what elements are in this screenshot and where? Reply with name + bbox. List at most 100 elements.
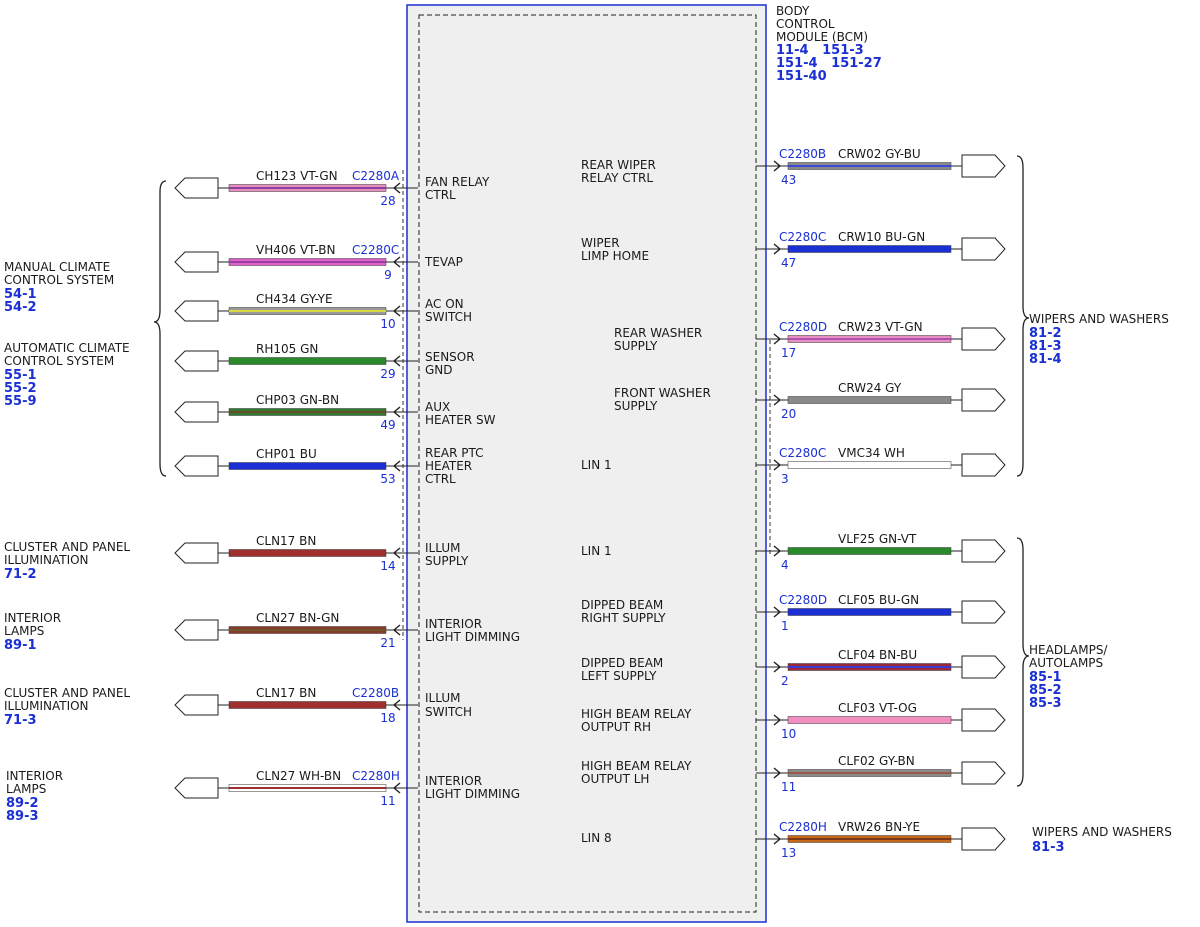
wire-circuit-label: CLF05 BU-GN bbox=[838, 593, 919, 607]
pin-number: 17 bbox=[781, 346, 796, 360]
right-wire-crw10 bbox=[756, 237, 1006, 261]
left-wire-cln17 bbox=[174, 694, 418, 716]
harness-connector-icon bbox=[961, 655, 1006, 679]
pin-function-label: AC ON bbox=[425, 297, 464, 311]
group-label-line: CONTROL SYSTEM bbox=[4, 273, 114, 287]
wire-stripe bbox=[229, 629, 386, 631]
pin-function-label: LIMP HOME bbox=[581, 249, 649, 263]
pin-arrow-icon bbox=[392, 624, 401, 636]
pin-number: 11 bbox=[380, 794, 395, 808]
pin-function-label: LIN 1 bbox=[581, 544, 612, 558]
bcm-module-box bbox=[406, 4, 767, 923]
pin-arrow-icon bbox=[773, 767, 782, 779]
pin-function-label: AUX bbox=[425, 400, 450, 414]
group-ref: 85-2 bbox=[1029, 683, 1062, 698]
harness-connector-icon bbox=[961, 708, 1006, 732]
left-wire-ch123 bbox=[174, 177, 418, 199]
wire-stripe bbox=[788, 666, 951, 668]
right-wire-clf03 bbox=[756, 708, 1006, 732]
left-brace-climate bbox=[153, 180, 167, 477]
connector-id: C2280H bbox=[352, 769, 400, 783]
module-title-3: MODULE (BCM) bbox=[776, 30, 868, 44]
module-ref-3: 151-40 bbox=[776, 69, 827, 84]
right-wire-vrw26 bbox=[756, 827, 1006, 851]
harness-connector-icon bbox=[174, 300, 219, 322]
group-ref: 81-4 bbox=[1029, 352, 1062, 367]
pin-function-label: LIN 1 bbox=[581, 458, 612, 472]
pin-arrow-icon bbox=[392, 547, 401, 559]
wire-circuit-label: CLN27 WH-BN bbox=[256, 769, 341, 783]
wire-stripe bbox=[229, 187, 386, 189]
wire-body bbox=[228, 462, 387, 470]
pin-number: 49 bbox=[380, 418, 395, 432]
harness-connector-icon bbox=[174, 619, 219, 641]
group-ref: 89-3 bbox=[6, 809, 39, 824]
harness-connector-icon bbox=[961, 327, 1006, 351]
connector-id: C2280D bbox=[779, 593, 827, 607]
wire-stripe bbox=[788, 165, 951, 167]
pin-number: 47 bbox=[781, 256, 796, 270]
left-group-manual-climate: MANUAL CLIMATE CONTROL SYSTEM 54-1 54-2 bbox=[4, 260, 114, 315]
pin-function-label: REAR WIPER bbox=[581, 158, 656, 172]
group-label-line: AUTOMATIC CLIMATE bbox=[4, 341, 130, 355]
pin-function-label: OUTPUT LH bbox=[581, 772, 649, 786]
pin-function-label: SUPPLY bbox=[614, 339, 658, 353]
pin-number: 53 bbox=[380, 472, 395, 486]
connector-id: C2280H bbox=[779, 820, 827, 834]
pin-function-label: OUTPUT RH bbox=[581, 720, 651, 734]
wire-stripe bbox=[229, 310, 386, 312]
pin-function-label: RELAY CTRL bbox=[581, 171, 653, 185]
right-wire-clf04 bbox=[756, 655, 1006, 679]
wire-stripe bbox=[788, 772, 951, 774]
wire-stripe bbox=[788, 838, 951, 840]
left-group-interior-lamps-1: INTERIOR LAMPS 89-1 bbox=[4, 611, 61, 653]
right-wire-crw23 bbox=[756, 327, 1006, 351]
pin-function-label: FAN RELAY bbox=[425, 175, 490, 189]
wire-body bbox=[787, 547, 952, 555]
wire-circuit-label: VRW26 BN-YE bbox=[838, 820, 920, 834]
pin-number: 13 bbox=[781, 846, 796, 860]
pin-arrow-icon bbox=[392, 460, 401, 472]
pin-number: 4 bbox=[781, 558, 789, 572]
wire-circuit-label: VH406 VT-BN bbox=[256, 243, 336, 257]
pin-arrow-icon bbox=[773, 160, 782, 172]
connector-id: C2280C bbox=[779, 230, 826, 244]
group-ref: 71-2 bbox=[4, 567, 37, 582]
pin-number: 21 bbox=[380, 636, 395, 650]
group-ref: 89-2 bbox=[6, 796, 39, 811]
wire-circuit-label: CLN17 BN bbox=[256, 534, 316, 548]
group-label-line: AUTOLAMPS bbox=[1029, 656, 1103, 670]
wire-circuit-label: CRW23 VT-GN bbox=[838, 320, 923, 334]
pin-function-label: HIGH BEAM RELAY bbox=[581, 707, 692, 721]
harness-connector-icon bbox=[174, 694, 219, 716]
harness-connector-icon bbox=[174, 350, 219, 372]
harness-connector-icon bbox=[174, 777, 219, 799]
pin-function-label: DIPPED BEAM bbox=[581, 656, 663, 670]
pin-arrow-icon bbox=[773, 459, 782, 471]
pin-arrow-icon bbox=[773, 333, 782, 345]
group-label-line: ILLUMINATION bbox=[4, 699, 89, 713]
left-wire-ch434 bbox=[174, 300, 418, 322]
group-ref: 81-3 bbox=[1032, 840, 1065, 855]
right-wire-vlf25 bbox=[756, 539, 1006, 563]
wire-circuit-label: RH105 GN bbox=[256, 342, 318, 356]
wire-stripe bbox=[229, 787, 386, 789]
wire-body bbox=[228, 701, 387, 709]
wire-circuit-label: VLF25 GN-VT bbox=[838, 532, 917, 546]
right-group-headlamps: HEADLAMPS/ AUTOLAMPS 85-1 85-2 85-3 bbox=[1029, 643, 1108, 711]
pin-number: 28 bbox=[380, 194, 395, 208]
wire-stripe bbox=[788, 338, 951, 340]
module-title-1: BODY bbox=[776, 4, 810, 18]
left-wire-chp01 bbox=[174, 455, 418, 477]
wire-circuit-label: CLF04 BN-BU bbox=[838, 648, 917, 662]
group-label-line: LAMPS bbox=[6, 782, 46, 796]
pin-function-label: ILLUM bbox=[425, 541, 460, 555]
group-label-line: WIPERS AND WASHERS bbox=[1032, 825, 1172, 839]
group-label-line: MANUAL CLIMATE bbox=[4, 260, 110, 274]
pin-number: 43 bbox=[781, 173, 796, 187]
wire-body bbox=[787, 396, 952, 404]
pin-function-label: LEFT SUPPLY bbox=[581, 669, 657, 683]
harness-connector-icon bbox=[961, 600, 1006, 624]
left-wire-vh406 bbox=[174, 251, 418, 273]
pin-function-label: LIN 8 bbox=[581, 831, 612, 845]
